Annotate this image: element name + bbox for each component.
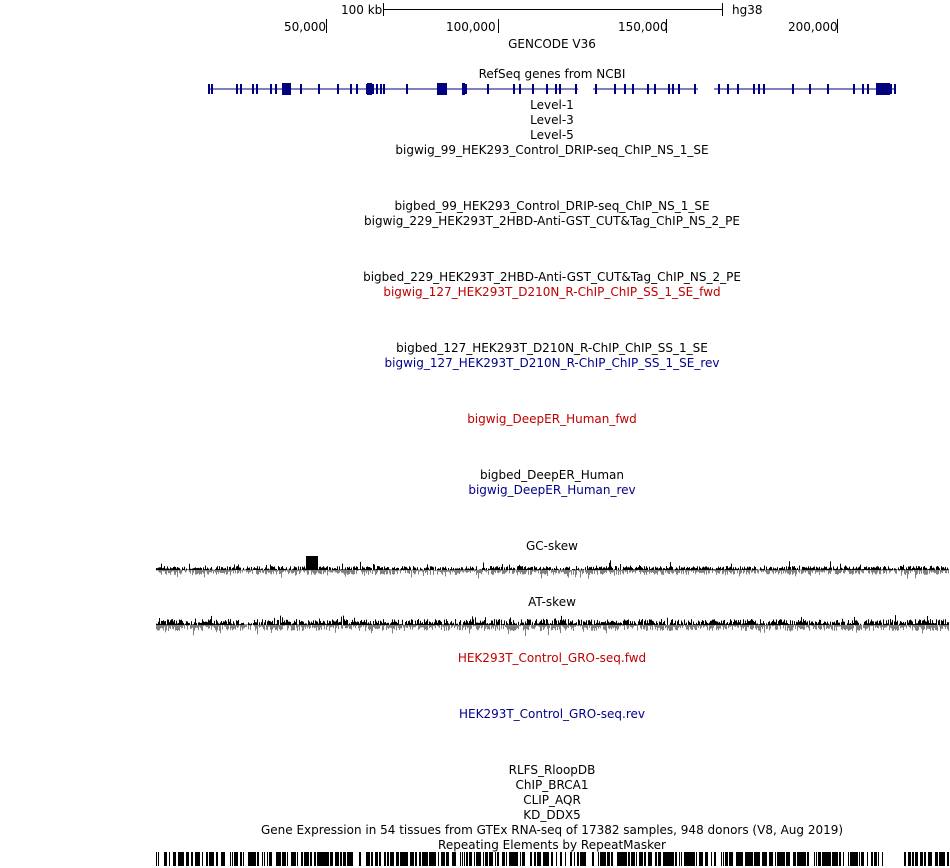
track-label-deeper-fwd[interactable]: bigwig_DeepER_Human_fwd [467, 412, 637, 426]
track-label-rchip-rev[interactable]: bigwig_127_HEK293T_D210N_R-ChIP_ChIP_SS_… [384, 356, 720, 370]
repeat-elements [156, 852, 949, 866]
ruler-tick-label-150000: 150,000 [618, 20, 668, 34]
track-label-level-5[interactable]: Level-5 [530, 128, 574, 142]
track-label-rchip-fwd[interactable]: bigwig_127_HEK293T_D210N_R-ChIP_ChIP_SS_… [383, 285, 721, 299]
track-label-cuttag-bigwig[interactable]: bigwig_229_HEK293T_2HBD-Anti-GST_CUT&Tag… [364, 214, 740, 228]
track-label-gro-fwd[interactable]: HEK293T_Control_GRO-seq.fwd [457, 651, 647, 665]
track-label-gtex[interactable]: Gene Expression in 54 tissues from GTEx … [260, 823, 844, 837]
scale-bar-right-cap [722, 3, 723, 16]
track-label-gro-rev[interactable]: HEK293T_Control_GRO-seq.rev [458, 707, 646, 721]
at-track-bars [156, 615, 949, 637]
refseq-gene-track[interactable] [0, 80, 950, 100]
track-label-deeper-rev[interactable]: bigwig_DeepER_Human_rev [468, 483, 636, 497]
track-label-at-skew[interactable]: AT-skew [528, 595, 576, 609]
track-label-gc-skew[interactable]: GC-skew [526, 539, 578, 553]
track-label-gencode[interactable]: GENCODE V36 [508, 37, 596, 51]
track-label-level-1[interactable]: Level-1 [530, 98, 574, 112]
gene-models[interactable] [208, 83, 896, 95]
scale-bar-line [383, 9, 723, 10]
assembly-label: hg38 [732, 3, 763, 17]
track-label-repeatmasker[interactable]: Repeating Elements by RepeatMasker [438, 838, 666, 852]
ruler-tick-200000 [837, 19, 838, 33]
at-skew-signal-track[interactable] [0, 608, 950, 648]
track-label-refseq[interactable]: RefSeq genes from NCBI [478, 67, 626, 81]
track-label-drip-bigwig[interactable]: bigwig_99_HEK293_Control_DRIP-seq_ChIP_N… [395, 143, 709, 157]
track-label-cuttag-bigbed[interactable]: bigbed_229_HEK293T_2HBD-Anti-GST_CUT&Tag… [363, 270, 741, 284]
ruler-tick-label-100000: 100,000 [446, 20, 496, 34]
track-label-level-3[interactable]: Level-3 [530, 113, 574, 127]
track-label-rlfs[interactable]: RLFS_RloopDB [508, 763, 596, 777]
scale-bar-label: 100 kb [341, 3, 383, 17]
gc-track-bars [156, 556, 949, 579]
track-label-clip-aqr[interactable]: CLIP_AQR [523, 793, 581, 807]
ruler-tick-label-50000: 50,000 [284, 20, 326, 34]
gc-skew-signal-track[interactable] [0, 552, 950, 592]
ruler-tick-50000 [326, 19, 327, 33]
ruler-tick-label-200000: 200,000 [788, 20, 838, 34]
track-label-drip-bigbed[interactable]: bigbed_99_HEK293_Control_DRIP-seq_ChIP_N… [394, 199, 710, 213]
repeatmasker-track[interactable] [0, 852, 950, 868]
ruler-tick-100000 [498, 19, 499, 33]
ruler-tick-150000 [666, 19, 667, 33]
track-label-deeper-bigbed[interactable]: bigbed_DeepER_Human [479, 468, 624, 482]
track-label-chip-brca1[interactable]: ChIP_BRCA1 [515, 778, 589, 792]
track-label-kd-ddx5[interactable]: KD_DDX5 [523, 808, 581, 822]
track-label-rchip-bigbed[interactable]: bigbed_127_HEK293T_D210N_R-ChIP_ChIP_SS_… [396, 341, 708, 355]
